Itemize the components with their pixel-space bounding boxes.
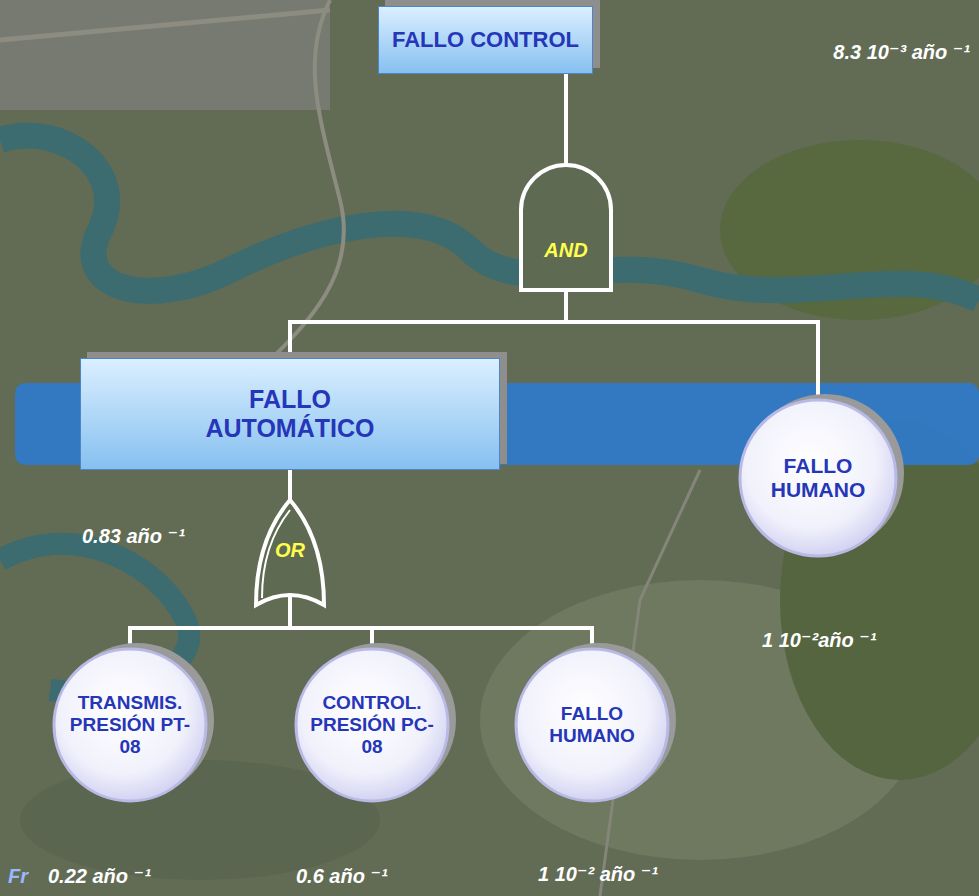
node-text: FALLO HUMANO <box>753 454 883 502</box>
node-content: FALLO CONTROL <box>379 7 592 73</box>
basic-event-circle: FALLO HUMANO <box>514 647 670 803</box>
node-content: CONTROL. PRESIÓN PC-08 <box>294 647 450 803</box>
node-content: FALLO HUMANO <box>738 398 898 558</box>
node-content: FALLO HUMANO <box>514 647 670 803</box>
basic-event-circle: TRANSMIS. PRESIÓN PT-08 <box>52 647 208 803</box>
top-event-box: FALLO CONTROL <box>378 6 593 74</box>
node-text: FALLO CONTROL <box>392 27 579 52</box>
frequency-label: 0.6 año ⁻¹ <box>296 864 388 888</box>
road <box>0 10 330 40</box>
river <box>0 136 979 300</box>
node-content: TRANSMIS. PRESIÓN PT-08 <box>52 647 208 803</box>
and-gate <box>521 165 611 290</box>
circle-fill <box>740 400 896 556</box>
urban-area <box>0 0 330 110</box>
frequency-label: 1 10⁻²año ⁻¹ <box>762 628 876 652</box>
node-text: FALLO HUMANO <box>530 703 655 747</box>
node-text: TRANSMIS. PRESIÓN PT-08 <box>68 692 193 758</box>
frequency-label: 0.83 año ⁻¹ <box>82 524 185 548</box>
gate-label: AND <box>544 238 587 262</box>
node-text: CONTROL. PRESIÓN PC-08 <box>310 692 435 758</box>
fault-tree-connector <box>130 470 290 647</box>
frequency-label: 8.3 10⁻³ año ⁻¹ <box>833 40 970 64</box>
fault-tree-connector <box>290 470 592 647</box>
intermediate-event-box: FALLO AUTOMÁTICO <box>80 358 500 470</box>
node-text: FALLO AUTOMÁTICO <box>190 385 390 443</box>
or-gate <box>256 500 324 605</box>
circle-fill <box>54 649 206 801</box>
circle-fill <box>516 649 668 801</box>
axis-label: Fr <box>8 864 28 888</box>
basic-event-circle: CONTROL. PRESIÓN PC-08 <box>294 647 450 803</box>
node-content: FALLO AUTOMÁTICO <box>81 359 499 469</box>
basic-event-circle: FALLO HUMANO <box>738 398 898 558</box>
frequency-label: 0.22 año ⁻¹ <box>48 864 151 888</box>
circle-fill <box>296 649 448 801</box>
gate-label: OR <box>275 538 305 562</box>
frequency-label: 1 10⁻² año ⁻¹ <box>538 862 658 886</box>
